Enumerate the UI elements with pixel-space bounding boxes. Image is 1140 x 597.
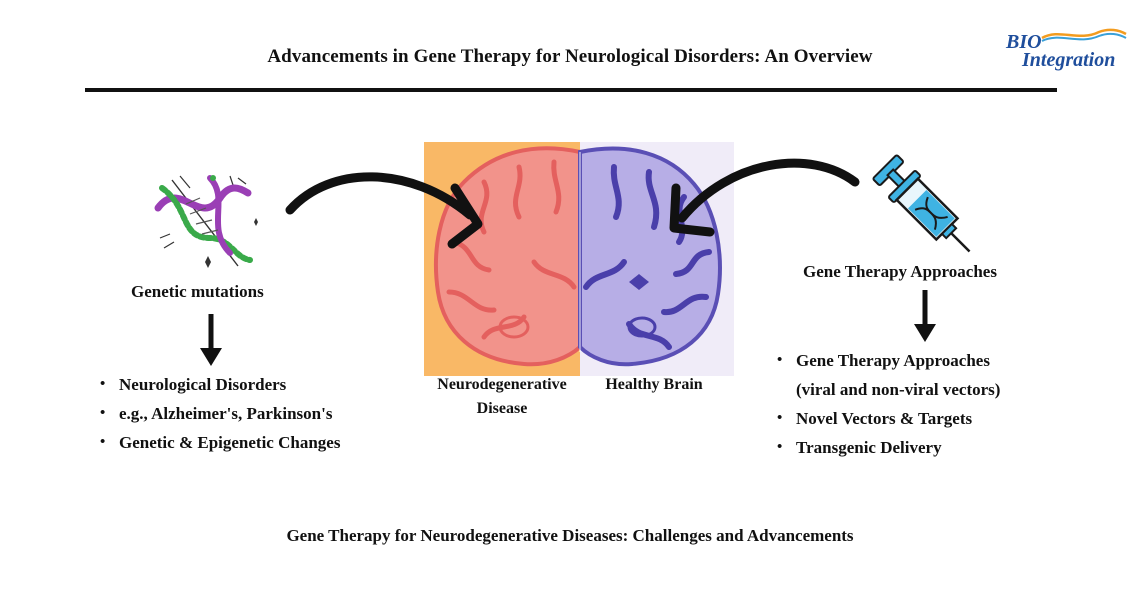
list-item: Neurological Disorders xyxy=(97,370,340,399)
list-item: Gene Therapy Approaches xyxy=(774,346,1000,375)
footer-caption: Gene Therapy for Neurodegenerative Disea… xyxy=(286,526,854,545)
right-bullet-list: Gene Therapy Approaches (viral and non-v… xyxy=(774,346,1000,462)
brain-icon xyxy=(424,142,734,376)
genetic-mutations-heading: Genetic mutations xyxy=(131,282,264,301)
bio-integration-logo: BIO Integration xyxy=(1005,28,1127,71)
healthy-brain-label: Healthy Brain xyxy=(605,376,703,393)
list-item: Transgenic Delivery xyxy=(774,433,1000,462)
list-item: (viral and non-viral vectors) xyxy=(796,380,1001,399)
neurodegenerative-disease-label: Neurodegenerative Disease xyxy=(437,376,567,417)
svg-text:Integration: Integration xyxy=(1021,49,1115,71)
arrow-down-icon xyxy=(200,314,222,366)
title-divider xyxy=(85,88,1057,92)
page-title: Advancements in Gene Therapy for Neurolo… xyxy=(267,46,873,67)
curved-arrow-icon xyxy=(669,158,860,237)
left-bullet-list: Neurological Disorders e.g., Alzheimer's… xyxy=(97,370,340,457)
list-item: Novel Vectors & Targets xyxy=(774,404,1000,433)
svg-text:BIO: BIO xyxy=(1005,31,1042,53)
list-item: e.g., Alzheimer's, Parkinson's xyxy=(97,399,340,428)
arrow-down-icon xyxy=(914,290,936,342)
curved-arrow-icon xyxy=(285,172,483,249)
gene-therapy-approaches-heading: Gene Therapy Approaches xyxy=(803,262,997,281)
list-item: Genetic & Epigenetic Changes xyxy=(97,428,340,457)
dna-icon xyxy=(154,175,258,268)
syringe-icon xyxy=(872,154,971,253)
